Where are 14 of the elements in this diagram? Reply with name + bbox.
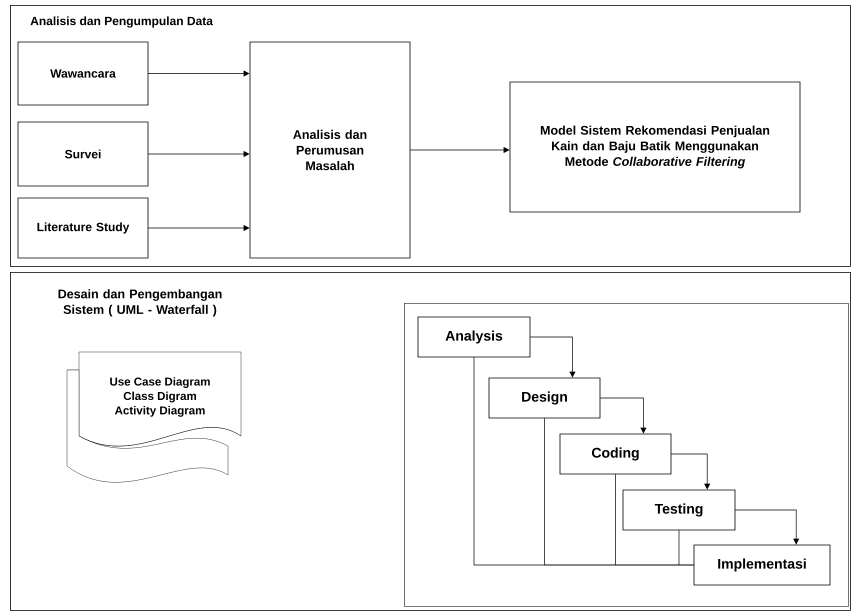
waterfall-frame bbox=[404, 303, 849, 607]
process-box: Coding bbox=[560, 434, 672, 474]
process-box: Survei bbox=[18, 122, 148, 186]
process-box: Testing bbox=[622, 490, 736, 530]
process-box: Wawancara bbox=[18, 42, 148, 106]
process-box: Analisis dan Perumusan Masalah bbox=[250, 42, 410, 258]
process-box: Model Sistem Rekomendasi Penjualan Kain dan Baju Batik Menggunakan Metode Collaborative Filtering bbox=[510, 82, 800, 212]
process-box: Implementasi bbox=[694, 544, 830, 586]
connector-line bbox=[678, 530, 694, 566]
process-box: Analysis bbox=[418, 316, 530, 358]
panel-heading: Desain dan Pengembangan Sistem ( UML - Waterfall ) bbox=[58, 289, 222, 316]
process-box: Design bbox=[488, 378, 600, 418]
panel-heading: Analisis dan Pengumpulan Data bbox=[30, 16, 213, 28]
process-box: Literature Study bbox=[18, 198, 148, 258]
